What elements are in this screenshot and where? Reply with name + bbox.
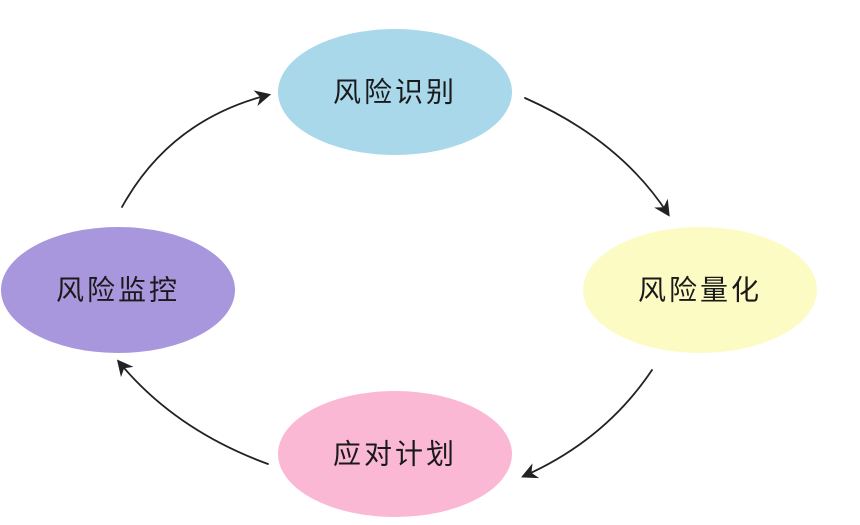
node-plan-label: 应对计划 (333, 438, 457, 471)
arrow-quantify-to-plan (521, 369, 653, 479)
node-identify-label: 风险识别 (333, 76, 457, 109)
node-monitor: 风险监控 (1, 227, 235, 353)
node-monitor-ellipse (1, 227, 235, 353)
arrow-identify-to-quantify (524, 97, 670, 217)
node-plan-ellipse (278, 391, 512, 517)
node-identify: 风险识别 (278, 29, 512, 155)
node-monitor-label: 风险监控 (56, 274, 180, 307)
node-quantify: 风险量化 (583, 227, 817, 353)
node-identify-ellipse (278, 29, 512, 155)
node-quantify-label: 风险量化 (638, 274, 762, 307)
arrow-monitor-to-identify (121, 90, 272, 208)
node-quantify-ellipse (583, 227, 817, 353)
node-plan: 应对计划 (278, 391, 512, 517)
arrow-plan-to-monitor (116, 359, 269, 465)
